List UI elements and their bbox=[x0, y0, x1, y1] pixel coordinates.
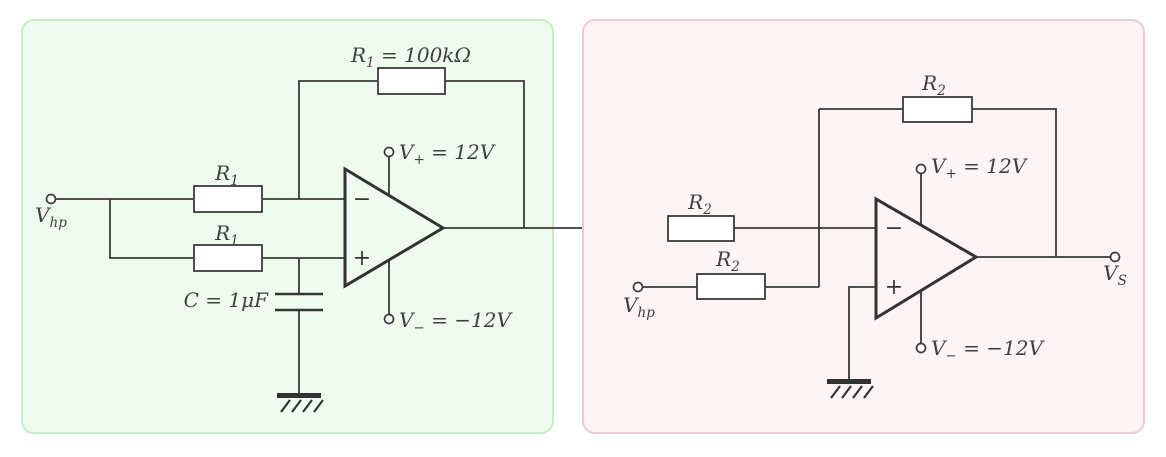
input-terminal bbox=[45, 193, 57, 205]
input-terminal-label: Vhp bbox=[623, 293, 655, 321]
positive-supply-label: V+ = 12V bbox=[931, 154, 1029, 182]
second-resistor-label: R2 bbox=[715, 247, 740, 275]
noninverting-ground-wire bbox=[848, 286, 876, 379]
feedback-wire bbox=[819, 108, 1057, 257]
top-input-resistor bbox=[193, 185, 263, 213]
input-terminal bbox=[632, 281, 644, 293]
capacitor bbox=[275, 292, 323, 312]
series-resistor-label: R2 bbox=[687, 190, 712, 218]
opamp-inverting-sign: − bbox=[885, 216, 903, 241]
negative-supply-terminal bbox=[915, 342, 927, 354]
feedback-wire bbox=[298, 80, 525, 228]
second-input-resistor bbox=[696, 273, 766, 300]
input-wire-branch bbox=[109, 199, 194, 259]
opamp-noninverting-sign: + bbox=[885, 275, 903, 300]
bottom-resistor-label: R1 bbox=[214, 221, 239, 249]
feedback-resistor bbox=[902, 96, 973, 123]
opamp-triangle bbox=[343, 166, 446, 289]
left-stage: − + R1 = 100kΩ V+ = 12V R1 Vhp R1 C = 1μ… bbox=[21, 19, 668, 434]
input-terminal-label: Vhp bbox=[35, 203, 67, 231]
left-stage-panel bbox=[21, 19, 554, 434]
opamp-triangle bbox=[874, 196, 979, 321]
feedback-resistor bbox=[377, 67, 446, 95]
opamp-noninverting-sign: + bbox=[353, 246, 371, 271]
output-terminal-label: VS bbox=[1103, 261, 1127, 289]
right-stage-panel bbox=[582, 19, 1145, 434]
positive-supply-terminal bbox=[383, 146, 395, 158]
positive-supply-terminal bbox=[915, 163, 927, 175]
negative-supply-label: V− = −12V bbox=[931, 336, 1045, 364]
ground-symbol bbox=[827, 379, 874, 399]
ground-bar bbox=[277, 393, 321, 398]
opamp-inverting-sign: − bbox=[353, 187, 371, 212]
ground-symbol bbox=[277, 393, 324, 413]
ground-bar bbox=[827, 379, 871, 384]
series-resistor bbox=[667, 215, 735, 242]
feedback-resistor-label: R2 bbox=[921, 71, 946, 99]
feedback-resistor-label: R1 = 100kΩ bbox=[350, 43, 471, 71]
negative-supply-label: V− = −12V bbox=[399, 308, 513, 336]
top-resistor-label: R1 bbox=[214, 161, 239, 189]
right-stage: − + R2 V+ = 12V R2 R2 Vhp V− = −12V VS bbox=[582, 19, 1145, 434]
capacitor-label: C = 1μF bbox=[184, 288, 269, 312]
bottom-input-resistor bbox=[193, 244, 263, 272]
output-terminal bbox=[1109, 251, 1121, 263]
negative-supply-terminal bbox=[383, 313, 395, 325]
positive-supply-label: V+ = 12V bbox=[399, 140, 497, 168]
